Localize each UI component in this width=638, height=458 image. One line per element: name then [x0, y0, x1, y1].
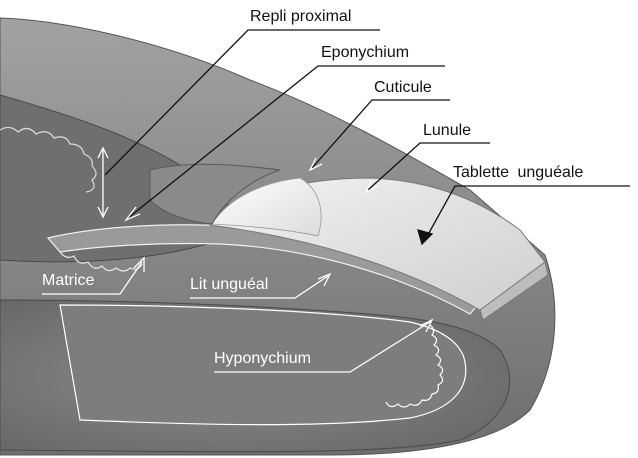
label-matrice: Matrice — [42, 272, 94, 290]
label-hyponychium: Hyponychium — [214, 350, 311, 368]
label-cuticule: Cuticule — [374, 79, 432, 97]
label-tablette-ungueale: Tablette unguéale — [453, 164, 583, 182]
label-lit-ungueal: Lit unguéal — [190, 276, 268, 294]
label-lunule: Lunule — [423, 122, 471, 140]
label-eponychium: Eponychium — [321, 44, 409, 62]
label-repli-proximal: Repli proximal — [250, 8, 351, 26]
